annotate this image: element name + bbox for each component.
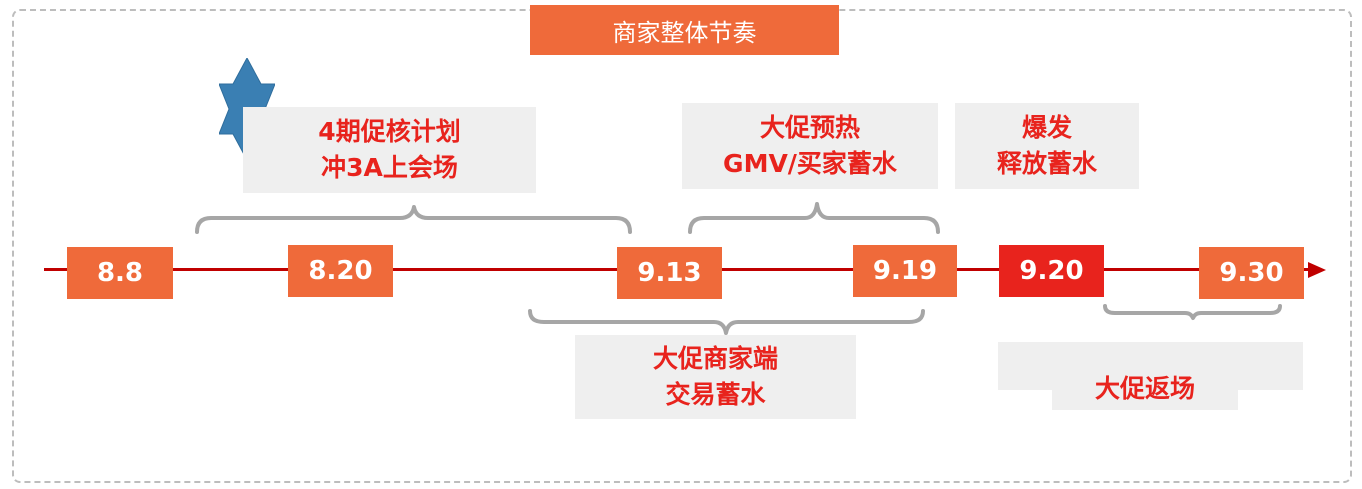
diagram-title: 商家整体节奏 [530, 5, 839, 55]
date-9-13: 9.13 [617, 247, 722, 299]
phase-preheat-line2: GMV/买家蓄水 [723, 149, 897, 178]
phase-return-label: 大促返场 [1094, 374, 1195, 403]
phase-merchant: 大促商家端 交易蓄水 [575, 335, 856, 419]
brace-preheat [688, 202, 940, 234]
date-9-20: 9.20 [999, 245, 1104, 297]
date-8-20: 8.20 [288, 245, 393, 297]
date-8-8: 8.8 [67, 247, 173, 299]
phase-merchant-line2: 交易蓄水 [665, 380, 766, 409]
brace-merchant [528, 309, 925, 335]
phase-return-bg [998, 342, 1303, 390]
date-9-30: 9.30 [1199, 247, 1304, 299]
phase-promo-plan: 4期促核计划 冲3A上会场 [243, 107, 536, 193]
phase-burst-line1: 爆发 [1021, 113, 1072, 142]
phase-burst-line2: 释放蓄水 [996, 149, 1097, 178]
phase-preheat-line1: 大促预热 [759, 113, 860, 142]
phase-promo-plan-line1: 4期促核计划 [318, 117, 461, 146]
phase-promo-plan-line2: 冲3A上会场 [321, 153, 458, 182]
phase-merchant-line1: 大促商家端 [652, 344, 778, 373]
brace-promo-plan [195, 205, 632, 234]
phase-burst: 爆发 释放蓄水 [955, 103, 1139, 189]
brace-return [1103, 304, 1282, 320]
arrow-right-icon [1308, 262, 1326, 278]
date-9-19: 9.19 [853, 245, 957, 297]
phase-return-bg-tab [1052, 388, 1238, 410]
phase-preheat: 大促预热 GMV/买家蓄水 [682, 103, 938, 189]
